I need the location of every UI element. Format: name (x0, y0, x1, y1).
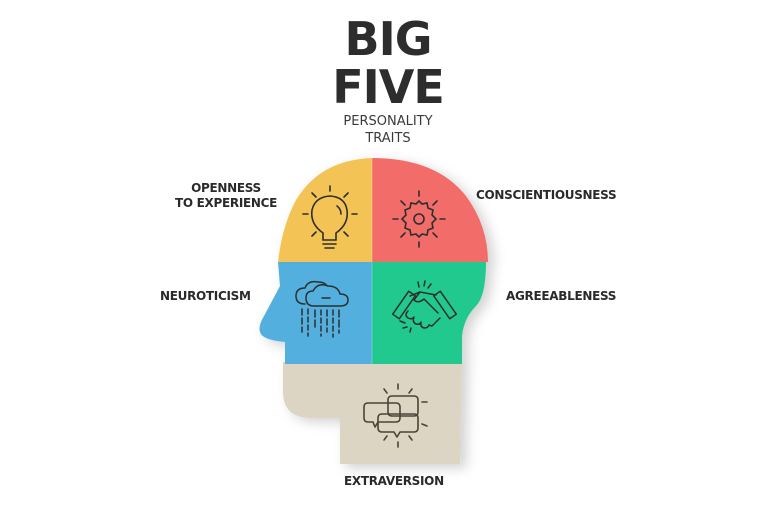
title-big: BIG (344, 12, 433, 66)
subtitle-traits: TRAITS (365, 131, 411, 146)
conscientiousness-segment (372, 158, 488, 262)
label-openness: OPENNESS TO EXPERIENCE (170, 181, 282, 211)
speech-bubbles-icon (363, 383, 428, 448)
label-openness-line1: OPENNESS (191, 181, 261, 195)
rain-cloud-icon (295, 280, 349, 338)
label-neuroticism: NEUROTICISM (160, 289, 251, 303)
label-openness-line2: TO EXPERIENCE (174, 196, 278, 210)
label-agreeableness: AGREEABLENESS (506, 289, 617, 303)
label-extraversion: EXTRAVERSION (344, 474, 444, 488)
label-conscientiousness: CONSCIENTIOUSNESS (476, 188, 617, 202)
openness-segment (278, 158, 372, 262)
extraversion-segment (283, 362, 462, 464)
subtitle-personality: PERSONALITY (343, 114, 433, 129)
gear-icon (392, 190, 446, 248)
lightbulb-icon (302, 185, 358, 249)
handshake-icon (391, 280, 458, 333)
title-five: FIVE (332, 60, 445, 114)
agreeableness-segment (372, 262, 486, 364)
